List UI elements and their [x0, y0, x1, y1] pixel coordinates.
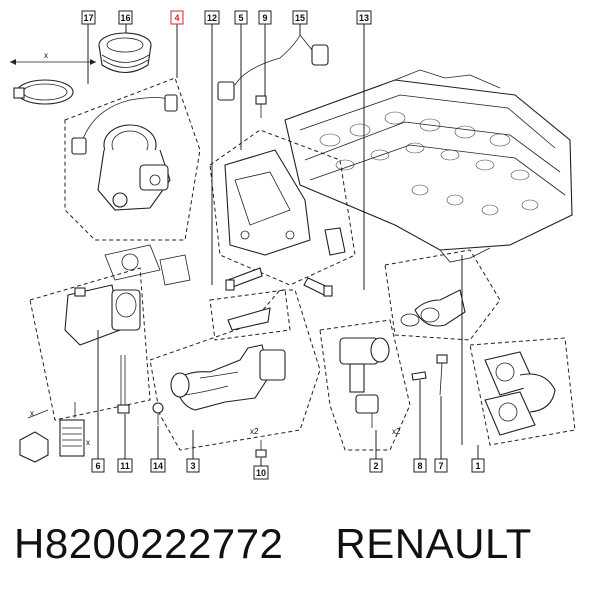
svg-text:9: 9	[262, 13, 267, 23]
screw-9	[255, 95, 267, 118]
svg-text:2: 2	[373, 461, 378, 471]
intake-sleeve	[98, 32, 152, 74]
sensor-cable	[217, 34, 329, 101]
svg-text:3: 3	[190, 461, 195, 471]
screw-10	[255, 440, 267, 458]
svg-text:8: 8	[417, 461, 422, 471]
callout-13: 13	[356, 10, 372, 25]
callout-2: 2	[369, 458, 383, 473]
svg-text:7: 7	[438, 461, 443, 471]
callout-9: 9	[258, 10, 272, 25]
callout-4-highlighted: 4	[170, 10, 184, 25]
svg-text:12: 12	[207, 13, 217, 23]
stud-kit	[19, 402, 85, 463]
caption: H8200222772 RENAULT	[14, 514, 594, 574]
quantity-label: x2	[250, 427, 259, 436]
callout-1: 1	[471, 458, 485, 473]
callout-6: 6	[91, 458, 105, 473]
brand-name: RENAULT	[335, 520, 532, 567]
callout-8: 8	[413, 458, 427, 473]
bolt-12	[225, 267, 263, 291]
svg-text:5: 5	[238, 13, 243, 23]
svg-text:16: 16	[120, 13, 130, 23]
long-bolt	[117, 355, 130, 414]
egr-pipe	[170, 307, 286, 411]
svg-text:14: 14	[153, 461, 163, 471]
leader-lines	[87, 24, 479, 466]
axis-label: x	[86, 438, 90, 447]
callout-5: 5	[234, 10, 248, 25]
callout-14: 14	[150, 458, 166, 473]
screw-14	[152, 402, 164, 425]
svg-text:1: 1	[475, 461, 480, 471]
outlet-elbow	[400, 289, 556, 436]
svg-text:13: 13	[359, 13, 369, 23]
screw-8	[411, 371, 427, 381]
callout-17: 17	[81, 10, 96, 25]
svg-text:4: 4	[174, 13, 179, 23]
svg-text:10: 10	[256, 468, 266, 478]
egr-valve	[64, 284, 141, 346]
svg-text:11: 11	[120, 461, 130, 471]
callout-16: 16	[118, 10, 133, 25]
gasket-pair	[104, 244, 191, 286]
quantity-label: x2	[392, 427, 401, 436]
svg-text:17: 17	[83, 13, 93, 23]
hose-clamp	[10, 59, 96, 105]
sensor-assembly	[339, 337, 390, 428]
axis-label: x	[44, 51, 48, 60]
axis-label: x	[30, 409, 34, 418]
callout-7: 7	[434, 458, 448, 473]
callout-10: 10	[253, 465, 269, 480]
callout-11: 11	[117, 458, 133, 473]
mounting-bracket	[224, 149, 346, 256]
bolt-13	[303, 277, 333, 297]
svg-text:15: 15	[295, 13, 305, 23]
svg-text:6: 6	[95, 461, 100, 471]
exploded-parts-diagram: x x x x2 x2 17 16 4 12 5 9 15 13 6 11	[10, 10, 576, 480]
part-number: H8200222772	[14, 520, 284, 567]
callout-15: 15	[292, 10, 308, 25]
callout-3: 3	[186, 458, 200, 473]
callout-12: 12	[204, 10, 220, 25]
bolt-7	[436, 354, 448, 396]
throttle-body	[71, 94, 178, 211]
cylinder-head	[284, 69, 573, 263]
